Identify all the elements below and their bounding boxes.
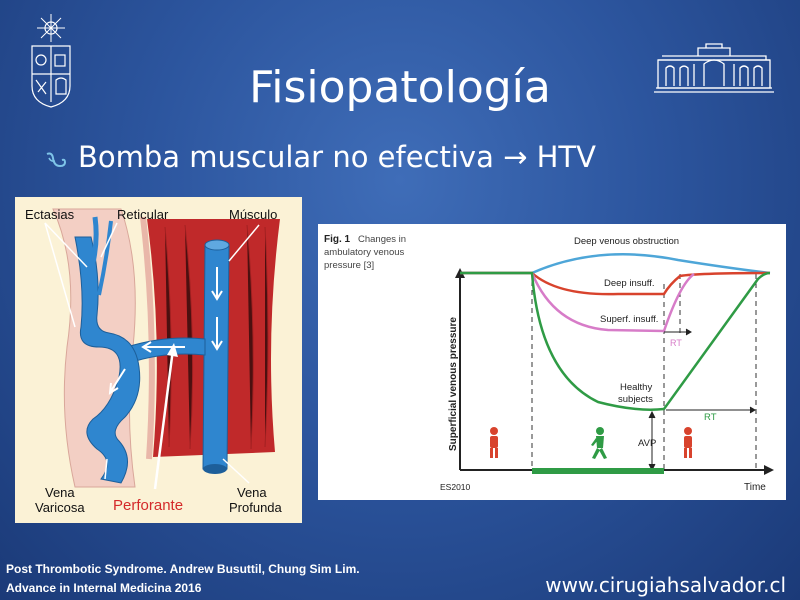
fig-caption-line3: pressure [3] xyxy=(324,260,374,271)
label-vena-varicosa-1: Vena xyxy=(45,485,75,500)
label-healthy-1: Healthy xyxy=(620,382,652,393)
hospital-building-logo xyxy=(654,43,774,93)
label-avp: AVP xyxy=(638,438,656,449)
venous-pressure-diagram: Fig. 1 Changes in ambulatory venous pres… xyxy=(318,224,786,500)
label-rt-green: RT xyxy=(704,412,717,423)
curve-deep-insuff xyxy=(460,271,771,296)
website-url: www.cirugiahsalvador.cl xyxy=(545,573,786,597)
label-perforante: Perforante xyxy=(113,497,183,514)
curve-healthy xyxy=(460,271,771,411)
walking-period-bar xyxy=(532,468,664,474)
label-vena-profunda-2: Profunda xyxy=(229,500,283,515)
fig-caption-line1: Changes in xyxy=(358,234,406,245)
curve-superf-insuff xyxy=(530,272,695,333)
fig-caption-bold: Fig. 1 xyxy=(324,234,351,245)
varicose-vein xyxy=(74,236,141,484)
label-deep-obstruction: Deep venous obstruction xyxy=(574,236,679,247)
bullet-text: Bomba muscular no efectiva → HTV xyxy=(78,140,596,174)
label-rt-pink: RT xyxy=(670,338,682,348)
label-superf-insuff: Superf. insuff. xyxy=(600,314,658,325)
curly-bullet-icon xyxy=(46,152,67,168)
curve-deep-obstruction xyxy=(460,253,771,275)
label-vena-varicosa-2: Varicosa xyxy=(35,500,85,515)
walking-person-icon xyxy=(591,427,607,459)
citation-line2: Advance in Internal Medicina 2016 xyxy=(6,581,202,595)
label-musculo: Músculo xyxy=(229,207,277,222)
phase-guides xyxy=(531,272,757,470)
bullet-point: Bomba muscular no efectiva → HTV xyxy=(44,140,596,174)
citation: Post Thrombotic Syndrome. Andrew Busutti… xyxy=(6,560,360,598)
label-ectasias: Ectasias xyxy=(25,207,75,222)
standing-person-icon-left xyxy=(490,427,498,458)
slide-title: Fisiopatología xyxy=(249,62,551,113)
label-healthy-2: subjects xyxy=(618,394,653,405)
origin-label: ES2010 xyxy=(440,482,471,492)
y-axis-label: Superficial venous pressure xyxy=(448,317,459,451)
venous-anatomy-illustration: Ectasias Reticular Músculo Vena Varicosa… xyxy=(15,197,302,523)
label-reticular: Reticular xyxy=(117,207,169,222)
x-axis-label: Time xyxy=(744,482,766,493)
university-crest-logo xyxy=(31,14,71,108)
rt-green-marker xyxy=(666,406,756,414)
label-vena-profunda-1: Vena xyxy=(237,485,267,500)
citation-line1: Post Thrombotic Syndrome. Andrew Busutti… xyxy=(6,562,360,576)
standing-person-icon-right xyxy=(684,427,692,458)
label-deep-insuff: Deep insuff. xyxy=(604,278,655,289)
rt-pink-marker xyxy=(664,328,692,336)
fig-caption-line2: ambulatory venous xyxy=(324,247,405,258)
